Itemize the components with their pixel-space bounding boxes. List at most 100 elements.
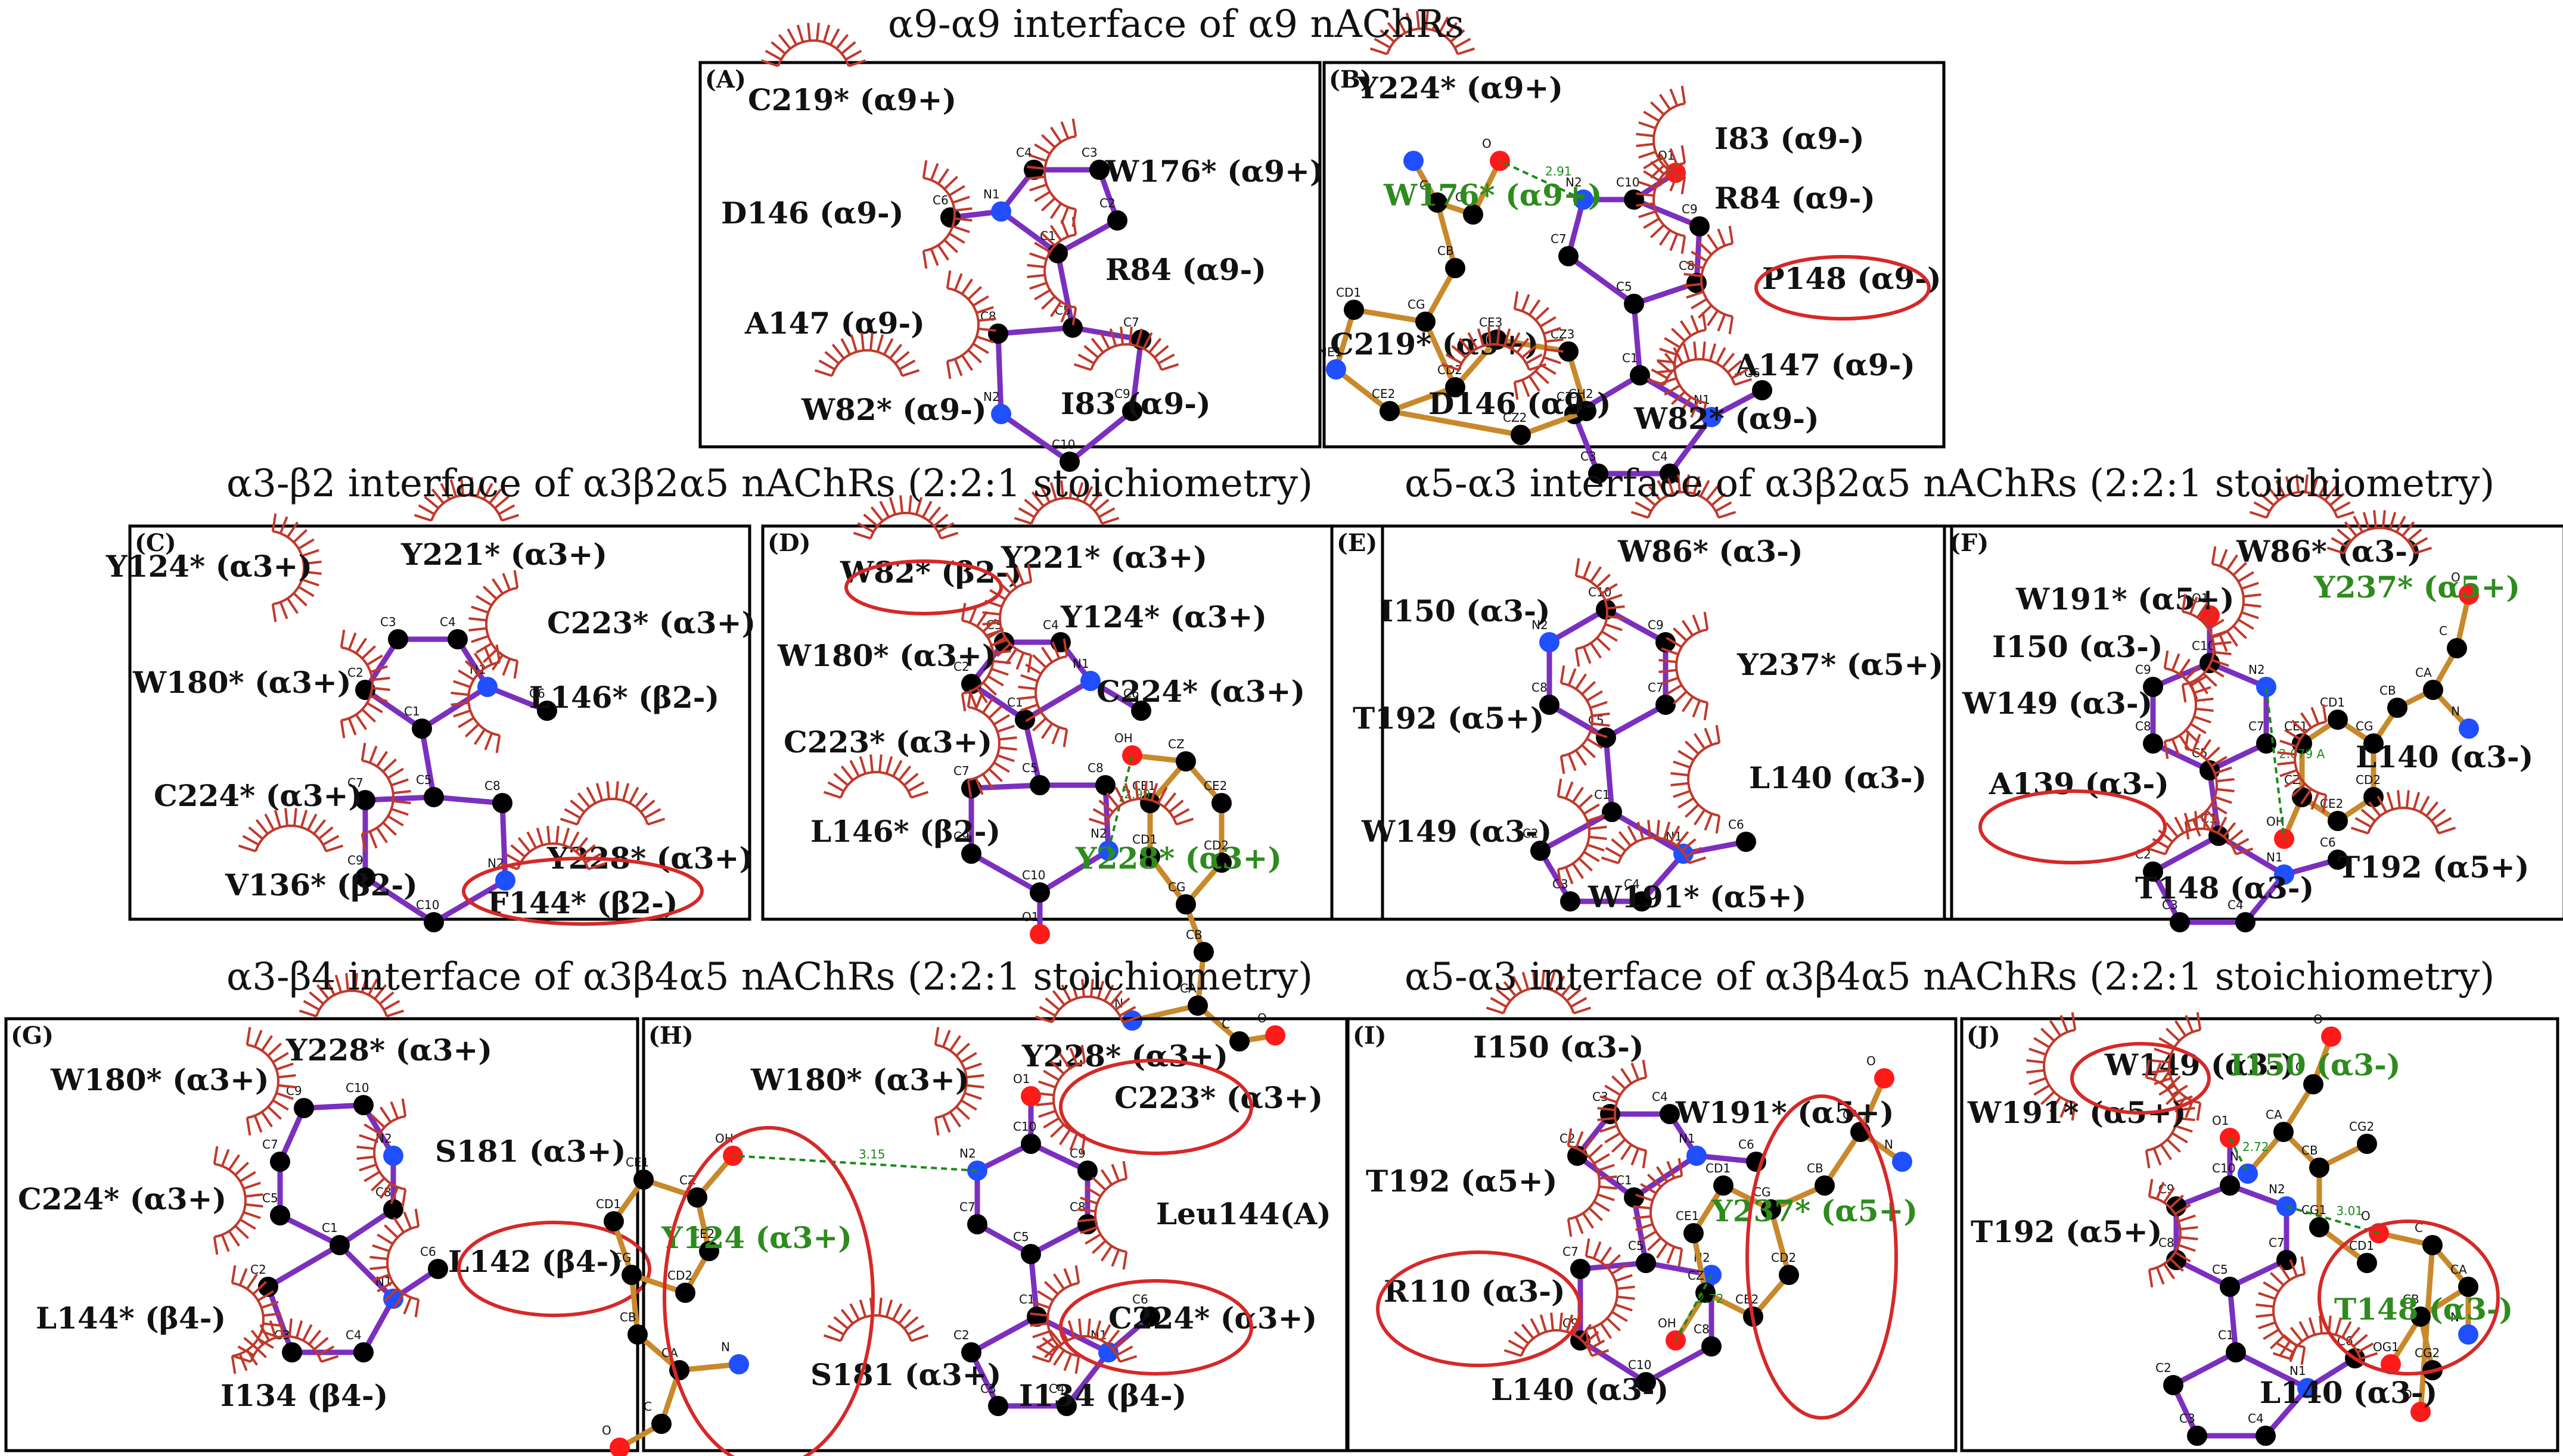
residue-a147-9-contact-arc-spike [1690, 400, 1700, 418]
residue-c223-3-contact-arc-spike [999, 736, 1017, 741]
atom-label: C5 [1616, 279, 1632, 294]
residue-p148-9-contact-arc-spike [1691, 298, 1707, 310]
residue-w176-9: W176* (α9+) [1383, 178, 1602, 213]
residue-i150-3-contact-arc-spike [1605, 593, 1623, 602]
atom-cb [1815, 1175, 1835, 1196]
residue-i134-4-contact-arc-spike [302, 1324, 313, 1342]
residue-l146-2-contact-arc-spike [849, 760, 860, 777]
residue-t192-5-contact-arc-spike [1599, 1185, 1617, 1190]
residue-y228-3-contact-arc-spike [586, 786, 597, 804]
residue-c224-3-contact-arc-spike [393, 799, 411, 804]
residue-y228-3-contact-arc-curve [315, 989, 388, 1017]
residue-w149-3-contact-arc-curve [2164, 667, 2198, 743]
residue-w180-3-contact-arc-spike [976, 611, 989, 627]
residue-w180-3-contact-arc-spike [964, 1062, 982, 1071]
residue-l142-4-contact-arc-spike [414, 1299, 420, 1318]
panel-label: (H) [648, 1022, 694, 1050]
residue-l146-2-contact-arc-spike [458, 669, 474, 681]
residue-i83-9-contact-arc-spike [1643, 110, 1660, 122]
atom-label: N [1884, 1137, 1893, 1152]
bond [1822, 1129, 1863, 1189]
atom-label: C [644, 1399, 652, 1414]
residue-y221-3-contact-arc-spike [498, 504, 515, 515]
atom-label: C [1455, 190, 1464, 204]
residue-l146-2-contact-arc-spike [823, 791, 841, 799]
panel-frame [1346, 1017, 1958, 1452]
residue-w180-3-contact-arc-spike [361, 645, 376, 659]
residue-y228-3-contact-arc-spike [1104, 984, 1114, 1002]
residue-l146-2-contact-arc-spike [458, 717, 474, 729]
residue-a147-9-contact-arc-curve [947, 287, 980, 363]
residue-w149-3-contact-arc-spike [2190, 723, 2207, 735]
atom-label: C4 [1043, 618, 1059, 632]
residue-c223-3-contact-arc-spike [502, 573, 511, 591]
residue-t192-5-contact-arc-spike [1567, 1218, 1573, 1237]
atom-label: C [1419, 178, 1428, 192]
bond [2150, 741, 2213, 773]
residue-y224-9: Y224* (α9+) [1356, 70, 1563, 105]
residue-w191-5-contact-arc-spike [1636, 822, 1645, 840]
residue-y237-5-contact-arc-spike [2396, 515, 2406, 533]
residue-w180-3-contact-arc-curve [962, 619, 995, 695]
residue-y221-3-contact-arc-spike [418, 504, 435, 515]
residue-w191-5-contact-arc [1601, 820, 1707, 864]
residue-w149-3-contact-arc [2163, 650, 2214, 760]
residue-a139-3: A139 (α3-) [1989, 766, 2169, 801]
residue-w191-5-contact-arc-spike [1604, 1132, 1621, 1144]
residue-i150-3-contact-arc-spike [2202, 609, 2217, 624]
residue-y228-3-contact-arc-spike [1089, 979, 1094, 997]
residue-w86-3-contact-arc-spike [1635, 501, 1652, 512]
residue-t148-3-contact-arc-curve [2164, 827, 2237, 855]
residue-i83-9-contact-arc-spike [1148, 338, 1162, 353]
residue-w86-3-contact-arc-spike [1700, 480, 1710, 497]
residue-w191-5-contact-arc-curve [1613, 1076, 1646, 1152]
highlight-ellipse [1745, 1094, 1898, 1420]
atom-c4 [2235, 912, 2256, 932]
atom-label: C10 [2212, 1161, 2235, 1175]
residue-r84-9-contact-arc-spike [1027, 273, 1045, 278]
residue-w191-5-contact-arc-spike [1618, 831, 1632, 847]
residue-s181-3-contact-arc-spike [885, 1299, 893, 1318]
bond [998, 411, 1073, 465]
residue-i83-9-contact-arc-spike [1158, 353, 1175, 365]
residue-c224-3-contact-arc-spike [1040, 723, 1054, 739]
atom-cz [1176, 751, 1196, 771]
residue-f144-2: F144* (β2-) [487, 885, 678, 920]
residue-d146-9: D146 (α9-) [1428, 386, 1611, 421]
residue-s181-3-contact-arc-spike [359, 1134, 377, 1143]
atom-c1 [1027, 1306, 1047, 1327]
atom-label: C4 [2228, 898, 2244, 912]
residue-w180-3-contact-arc-spike [949, 1035, 962, 1051]
bond [1067, 408, 1135, 465]
residue-w82-9-contact-arc [1646, 341, 1753, 386]
atom-label: C1 [1019, 1292, 1035, 1306]
bond [2150, 833, 2222, 875]
residue-w86-3-contact-arc-spike [2259, 493, 2275, 506]
atom-c5 [1063, 318, 1083, 338]
residue-y228-3-contact-arc-spike [622, 783, 630, 801]
residue-l146-2-contact-arc-spike [827, 781, 844, 792]
atom-ce2 [699, 1241, 719, 1261]
residue-w86-3-contact-arc-spike [1692, 476, 1701, 494]
residue-w191-5-contact-arc-spike [2175, 1095, 2193, 1104]
bond [2207, 660, 2269, 690]
atom-og1 [2381, 1354, 2401, 1374]
residue-w149-3-contact-arc-spike [1583, 803, 1600, 815]
residue-t148-3-contact-arc-spike [2202, 811, 2207, 829]
residue-w149-3-contact-arc-spike [2071, 1012, 2077, 1031]
highlight-ellipse [457, 1221, 651, 1317]
residue-w180-3-contact-arc-spike [246, 1117, 251, 1136]
residue-i83-9-contact-arc-spike [1120, 326, 1124, 345]
residue-c224-3-contact-arc-spike [234, 1225, 249, 1239]
residue-c224-3-contact-arc-spike [1052, 1273, 1065, 1290]
residue-c223-3-contact-arc-spike [1050, 1124, 1065, 1138]
residue-c224-3-contact-arc-spike [1044, 1281, 1059, 1295]
residue-c224-3-contact-arc-spike [1018, 686, 1036, 690]
bond [1434, 200, 1458, 271]
residue-i134-4-contact-arc-spike [1067, 1320, 1076, 1339]
residue-i150-3-contact-arc-spike [1596, 574, 1611, 588]
residue-leu144-a-contact-arc-spike [1077, 1208, 1096, 1213]
atom-label: NE1 [1318, 345, 1342, 359]
